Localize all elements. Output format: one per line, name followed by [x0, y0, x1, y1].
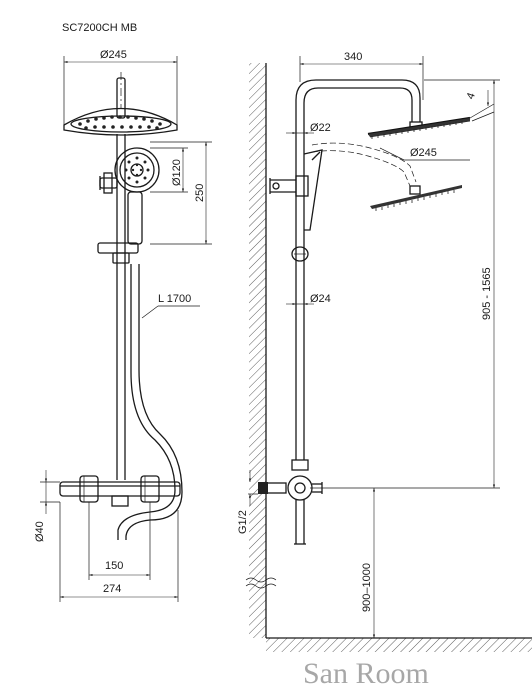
rain-shower-head-front — [63, 107, 178, 136]
arm-tube-diameter-label: Ø22 — [310, 122, 331, 134]
side-head-diameter-label: Ø245 — [410, 147, 437, 159]
rain-shower-head-tilted — [370, 185, 462, 211]
inner-width-label: 150 — [105, 560, 123, 572]
hand-shower-front — [114, 147, 160, 245]
arm-reach-label: 340 — [344, 51, 362, 63]
mixer-diameter-label: Ø40 — [34, 521, 46, 542]
front-view: Ø245 — [34, 49, 212, 602]
rain-shower-head-side — [367, 116, 471, 139]
mixer-side — [258, 459, 323, 545]
handshower-diameter-label: Ø120 — [171, 159, 183, 186]
head-thickness-label: 4 — [465, 91, 478, 101]
install-height-label: 900–1000 — [361, 563, 373, 612]
side-view: 340 4 — [237, 51, 500, 638]
hose-length-label: L 1700 — [158, 293, 191, 305]
hand-shower-side — [269, 149, 323, 262]
front-head-diameter-label: Ø245 — [100, 49, 127, 61]
diverter-knob — [99, 172, 118, 194]
riser-diameter-label: Ø24 — [310, 293, 331, 305]
outer-width-label: 274 — [103, 583, 121, 595]
watermark: San Room — [303, 657, 429, 690]
model-title: SC7200CH MB — [62, 22, 137, 34]
thread-size-label: G1/2 — [237, 510, 249, 534]
height-range-label: 905 - 1565 — [481, 267, 493, 320]
wall — [245, 63, 532, 652]
handshower-height-label: 250 — [194, 184, 206, 202]
thermostatic-mixer-front — [59, 475, 181, 507]
